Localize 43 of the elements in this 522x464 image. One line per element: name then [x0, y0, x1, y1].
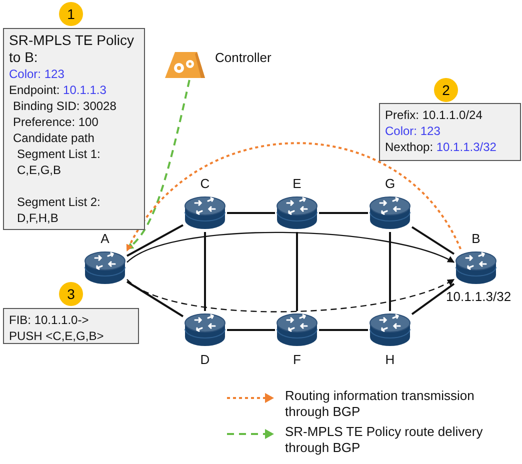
router-label: D	[200, 352, 210, 367]
arrow	[126, 278, 455, 312]
info-text: Preference: 100	[12, 114, 98, 130]
info-text: Binding SID: 30028	[12, 98, 116, 114]
info-text: Nexthop: 10.1.1.3/32	[385, 139, 496, 155]
link-line	[389, 232, 391, 311]
info-text: PUSH <C,E,G,B>	[9, 328, 104, 344]
step-badge: 1	[59, 2, 83, 26]
link-line	[227, 329, 275, 331]
link-line	[319, 212, 368, 214]
segment-list-text: Segment List 2: D,F,H,B	[17, 194, 102, 226]
link-line	[126, 280, 184, 318]
legend-text: SR-MPLS TE Policy route delivery through BGP	[285, 424, 484, 456]
step-badge: 2	[434, 78, 458, 102]
info-text: Prefix: 10.1.1.0/24	[385, 107, 482, 123]
link-line	[296, 232, 298, 311]
info-text: Color: 123	[385, 123, 440, 139]
link-line	[227, 212, 275, 214]
arrow	[126, 232, 455, 263]
legend-text: Routing information transmission through BGP	[285, 388, 476, 420]
router-label: G	[384, 176, 396, 191]
step-badge: 3	[59, 282, 83, 306]
info-text: Color: 123	[9, 66, 64, 82]
link-line	[319, 329, 368, 331]
info-text: FIB: 10.1.1.0->	[9, 312, 89, 328]
router-label: F	[293, 352, 301, 367]
controller-label: Controller	[215, 50, 272, 66]
info-text: Candidate path	[12, 130, 94, 146]
router-label: B	[472, 231, 480, 246]
segment-list-text: Segment List 1: C,E,G,B	[17, 146, 102, 178]
router-label: E	[292, 176, 302, 191]
router-label: A	[100, 231, 110, 246]
router-label: C	[200, 176, 210, 191]
link-line	[411, 226, 455, 255]
router-label: H	[385, 352, 395, 367]
link-line	[411, 283, 455, 315]
arrow	[126, 80, 190, 250]
policy-title: SR-MPLS TE Policy to B:	[9, 32, 135, 66]
info-text: Endpoint: 10.1.1.3	[9, 82, 106, 98]
link-line	[204, 232, 206, 311]
arrow	[126, 142, 462, 252]
address-label: 10.1.1.3/32	[446, 289, 512, 305]
link-line	[126, 224, 184, 257]
